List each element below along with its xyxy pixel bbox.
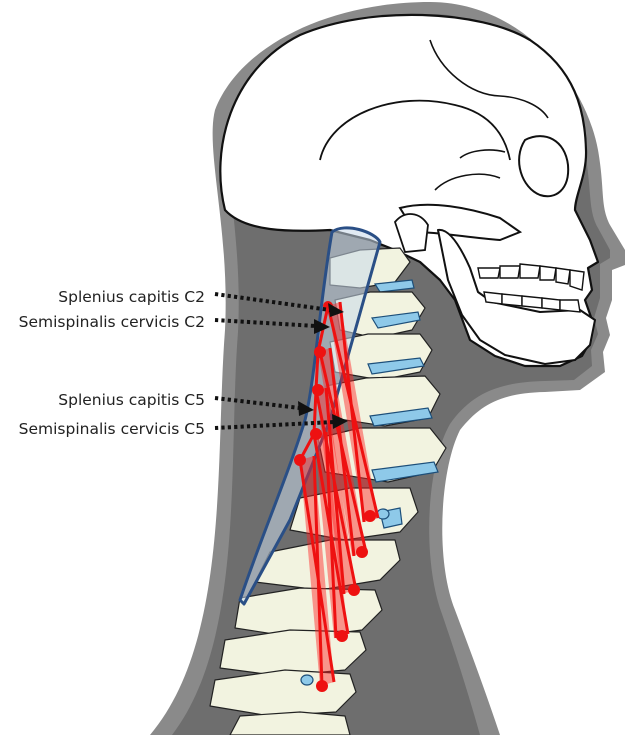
attachment-point	[312, 384, 324, 396]
label-splenius-c5: Splenius capitis C5	[58, 391, 205, 409]
attachment-point	[364, 510, 376, 522]
foramen-2	[301, 675, 313, 685]
label-semispinalis-c2: Semispinalis cervicis C2	[19, 313, 205, 331]
attachment-point	[310, 428, 322, 440]
attachment-point	[348, 584, 360, 596]
attachment-point	[356, 546, 368, 558]
vertebra-t4	[230, 712, 350, 735]
attachment-point	[294, 454, 306, 466]
attachment-point	[336, 630, 348, 642]
label-splenius-c2: Splenius capitis C2	[58, 288, 205, 306]
label-semispinalis-c5: Semispinalis cervicis C5	[19, 420, 205, 438]
attachment-point	[316, 680, 328, 692]
attachment-point	[314, 346, 326, 358]
